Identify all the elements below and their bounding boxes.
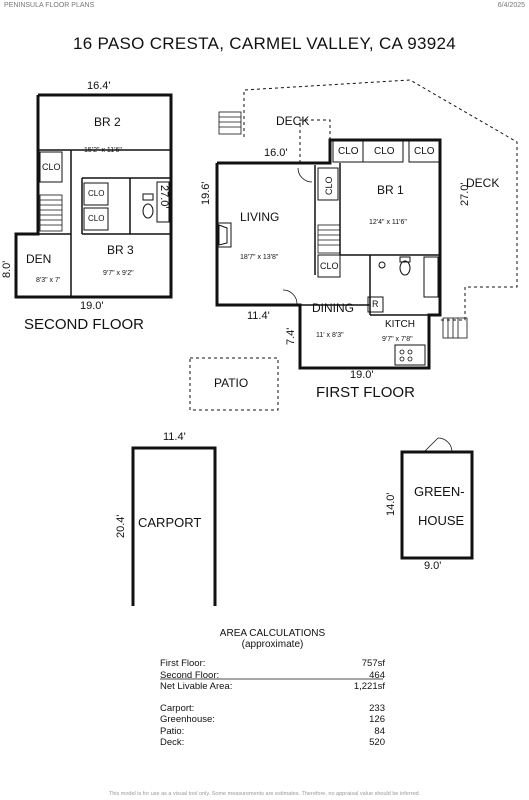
dining-side-dim: 7.4' bbox=[285, 327, 297, 345]
living-name: LIVING bbox=[240, 210, 280, 224]
den-name: DEN bbox=[26, 252, 52, 266]
clo-label: CLO bbox=[88, 214, 105, 223]
br2-dims: 15'2" x 11'6" bbox=[84, 147, 122, 154]
area-row-label: Second Floor: bbox=[160, 669, 220, 681]
area-row-label: Patio: bbox=[160, 725, 185, 737]
clo-label: CLO bbox=[338, 146, 359, 157]
area-row-value: 464 bbox=[369, 669, 385, 681]
second-floor-width-bottom: 19.0' bbox=[80, 300, 104, 312]
first-floor-height-left: 19.6' bbox=[200, 181, 212, 205]
area-row-value: 1,221sf bbox=[353, 681, 385, 692]
greenhouse-width: 9.0' bbox=[424, 560, 442, 572]
patio-label: PATIO bbox=[214, 376, 249, 390]
living-dims: 18'7" x 13'8" bbox=[240, 254, 279, 261]
clo-label: CLO bbox=[374, 146, 395, 157]
greenhouse-label-line1: GREEN- bbox=[414, 484, 465, 499]
kitch-name: KITCH bbox=[385, 319, 415, 330]
clo-label: CLO bbox=[414, 146, 435, 157]
carport-depth: 20.4' bbox=[115, 514, 127, 538]
first-floor-width-bottom: 19.0' bbox=[350, 369, 374, 381]
clo-label: CLO bbox=[88, 189, 105, 198]
first-floor-width-bottom-left: 11.4' bbox=[247, 310, 270, 322]
fridge-label: R bbox=[372, 299, 379, 309]
carport-width: 11.4' bbox=[163, 431, 186, 443]
clo-label: CLO bbox=[324, 176, 334, 195]
area-row-label: Deck: bbox=[160, 737, 185, 748]
area-row-label: Greenhouse: bbox=[160, 714, 215, 725]
second-floor-height-right: 27.0' bbox=[158, 185, 170, 209]
area-row-value: 84 bbox=[374, 725, 385, 737]
den-dims: 8'3" x 7' bbox=[36, 277, 61, 284]
area-row: Net Livable Area: 1,221sf bbox=[160, 681, 385, 693]
area-row: Greenhouse: 126 bbox=[160, 714, 385, 726]
area-row-label: Carport: bbox=[160, 702, 195, 714]
greenhouse-label-line2: HOUSE bbox=[418, 513, 465, 528]
area-row-label: Net Livable Area: bbox=[160, 681, 233, 692]
disclaimer: This model is for use as a visual tool o… bbox=[108, 791, 421, 797]
area-row-label: First Floor: bbox=[160, 658, 206, 669]
area-title: AREA CALCULATIONS bbox=[219, 628, 326, 639]
br3-dims: 9'7" x 9'2" bbox=[103, 270, 134, 277]
area-row-value: 520 bbox=[369, 737, 385, 748]
br3-name: BR 3 bbox=[107, 243, 134, 257]
br1-dims: 12'4" x 11'6" bbox=[369, 219, 407, 226]
area-row-value: 233 bbox=[369, 702, 385, 714]
area-subtitle: (approximate) bbox=[241, 639, 304, 650]
carport-label: CARPORT bbox=[138, 515, 202, 530]
area-calculations: AREA CALCULATIONS (approximate) First Fl… bbox=[160, 628, 385, 749]
deck-label: DECK bbox=[276, 114, 310, 128]
second-floor-width-top: 16.4' bbox=[87, 80, 111, 92]
br2-name: BR 2 bbox=[94, 115, 121, 129]
first-floor-width-top: 16.0' bbox=[264, 147, 288, 159]
br1-name: BR 1 bbox=[377, 183, 404, 197]
area-row: Deck: 520 bbox=[160, 737, 385, 749]
property-title: 16 PASO CRESTA, CARMEL VALLEY, CA 93924 bbox=[72, 34, 457, 53]
area-row: First Floor: 757sf bbox=[160, 658, 385, 670]
dining-dims: 11' x 8'3" bbox=[316, 332, 344, 339]
carport-walls bbox=[131, 446, 217, 606]
brand-label: PENINSULA FLOOR PLANS bbox=[4, 2, 95, 9]
deck-label-east: DECK bbox=[466, 176, 500, 190]
area-row: Carport: 233 bbox=[160, 703, 385, 715]
greenhouse-walls bbox=[400, 450, 474, 560]
dining-name: DINING bbox=[312, 301, 354, 315]
patio-outline bbox=[189, 357, 279, 411]
area-row: Patio: 84 bbox=[160, 726, 385, 738]
second-floor-height-left: 8.0' bbox=[1, 260, 13, 278]
second-floor-label: SECOND FLOOR bbox=[24, 316, 145, 333]
greenhouse-depth: 14.0' bbox=[385, 492, 397, 516]
first-floor-label: FIRST FLOOR bbox=[316, 384, 415, 401]
area-row: Second Floor: 464 bbox=[160, 670, 385, 682]
kitch-dims: 9'7" x 7'8" bbox=[382, 336, 413, 343]
deck-outline bbox=[243, 79, 518, 321]
area-row-value: 757sf bbox=[361, 658, 385, 669]
area-row-value: 126 bbox=[369, 714, 385, 725]
clo-label: CLO bbox=[320, 261, 339, 271]
date-label: 6/4/2025 bbox=[497, 2, 525, 9]
clo-label: CLO bbox=[42, 162, 61, 172]
first-floor-height-right: 27.0' bbox=[459, 182, 471, 206]
